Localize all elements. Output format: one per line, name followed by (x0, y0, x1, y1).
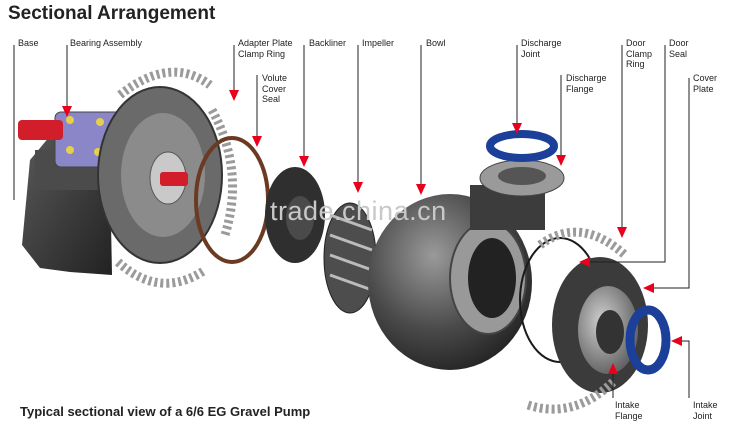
label-base: Base (18, 38, 39, 48)
arrow-adapter-plate-clamp-ring (229, 90, 239, 101)
arrow-backliner (299, 156, 309, 167)
clamp-ring-segments (114, 67, 237, 288)
arrow-door-clamp-ring (617, 227, 627, 238)
watermark: trade.china.cn (270, 196, 447, 226)
discharge-flange-part (479, 159, 565, 197)
diagram-title: Sectional Arrangement (8, 3, 216, 24)
pointer-cover-plate (652, 78, 690, 289)
discharge-joint-part (486, 130, 558, 162)
arrow-cover-plate (643, 283, 654, 293)
label-volute-cover-seal: Volute Cover Seal (262, 73, 288, 104)
arrow-impeller (353, 182, 363, 193)
arrow-discharge-flange (556, 155, 566, 166)
arrow-bearing-assembly (62, 106, 72, 117)
pointer-intake-joint (680, 340, 690, 398)
label-discharge-joint: Discharge Joint (521, 38, 562, 59)
label-door-clamp-ring: Door Clamp Ring (626, 38, 653, 69)
label-intake-joint: Intake Joint (693, 400, 718, 421)
label-discharge-flange: Discharge Flange (566, 73, 607, 94)
cover-plate-part (552, 257, 648, 393)
figure-caption: Typical sectional view of a 6/6 EG Grave… (20, 404, 311, 419)
label-cover-plate: Cover Plate (693, 73, 718, 94)
label-backliner: Backliner (309, 38, 347, 48)
arrow-bowl (416, 184, 426, 195)
arrow-volute-cover-seal (252, 136, 262, 147)
label-door-seal: Door Seal (669, 38, 689, 59)
bowl-part (368, 185, 545, 370)
intake-joint-part (625, 305, 671, 375)
backliner-part (265, 167, 325, 263)
label-adapter-plate-clamp-ring: Adapter Plate Clamp Ring (238, 38, 293, 59)
arrow-door-seal (579, 257, 590, 267)
door-clamp-ring-part (537, 227, 628, 259)
label-impeller: Impeller (362, 38, 395, 48)
arrow-discharge-joint (512, 123, 522, 134)
impeller-part (323, 202, 377, 314)
frame-plate-part (97, 86, 223, 264)
pointer-door-seal (588, 45, 666, 263)
intake-flange-part (526, 376, 619, 414)
arrow-intake-joint (671, 336, 682, 346)
arrow-intake-flange (608, 363, 618, 374)
label-intake-flange: Intake Flange (615, 400, 643, 421)
label-bowl: Bowl (426, 38, 446, 48)
label-bearing-assembly: Bearing Assembly (70, 38, 143, 48)
